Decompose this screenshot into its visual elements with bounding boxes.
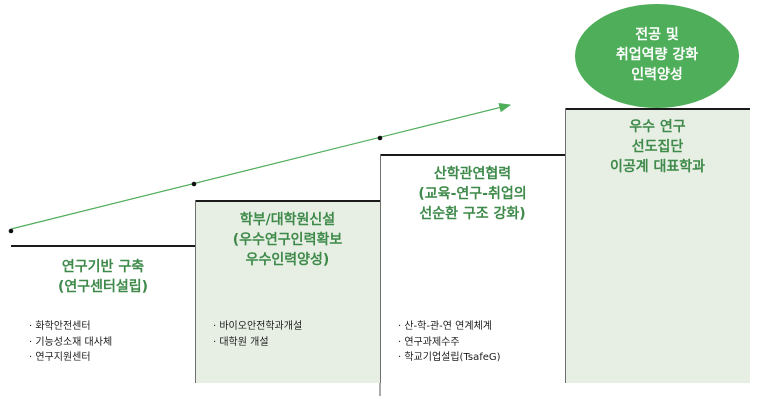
bullet-item: 학교기업설립(TsafeG) [398, 350, 500, 366]
step-title-line: 우수 연구 [629, 119, 686, 135]
step-top-border [195, 200, 380, 202]
step-title-line: 학부/대학원신설 [239, 212, 336, 228]
bullet-item: 산-학-관-연 연계체계 [398, 319, 501, 335]
step-leading-department: 우수 연구 선도집단 이공계 대표학과 [565, 108, 750, 383]
step-title-line: 우수인력양성) [245, 252, 330, 268]
step-industry-cooperation: 산학관연협력 (교육-연구-취업의 선순환 구조 강화) 산-학-관-연 연계체… [380, 154, 565, 383]
step-title-line: (우수연구인력확보 [232, 232, 343, 248]
goal-circle-line: 인력양성 [631, 67, 683, 83]
milestone-dot-2 [191, 181, 197, 187]
step-top-border [11, 245, 195, 247]
step-title-line: (연구센터설립) [57, 279, 149, 295]
step-side-border [565, 108, 566, 383]
step-research-foundation: 연구기반 구축 (연구센터설립) 화학안전센터 기능성소재 대사체 연구지원센터 [11, 245, 195, 383]
step-title-line: 연구기반 구축 [61, 259, 145, 275]
bullet-item: 화학안전센터 [29, 319, 112, 335]
growth-arrow [10, 102, 512, 230]
step-title: 산학관연협력 (교육-연구-취업의 선순환 구조 강화) [380, 164, 565, 224]
step-title-line: (교육-연구-취업의 [418, 186, 527, 202]
step-title-line: 선순환 구조 강화) [419, 206, 526, 222]
step-bullet-list: 화학안전센터 기능성소재 대사체 연구지원센터 [29, 319, 112, 366]
bullet-item: 바이오안전학과개설 [213, 319, 302, 335]
bullet-item: 연구과제수주 [398, 335, 501, 351]
step-title-line: 산학관연협력 [433, 166, 512, 182]
bullet-item: 연구지원센터 [29, 350, 112, 366]
step-side-border [195, 200, 196, 383]
step-title-line: 선도집단 [631, 139, 684, 155]
step-title: 연구기반 구축 (연구센터설립) [11, 257, 195, 297]
step-title-line: 이공계 대표학과 [609, 159, 706, 175]
bullet-item: 기능성소재 대사체 [29, 335, 112, 351]
step-department-founding: 학부/대학원신설 (우수연구인력확보 우수인력양성) 바이오안전학과개설 대학원… [195, 200, 380, 383]
step-top-border [565, 108, 750, 110]
step-top-border [380, 154, 565, 156]
step-side-border [380, 154, 381, 383]
goal-circle-line: 취업역량 강화 [615, 47, 699, 63]
milestone-dot-1 [8, 228, 14, 234]
goal-circle-line: 전공 및 [635, 27, 679, 43]
goal-circle: 전공 및 취업역량 강화 인력양성 [575, 4, 739, 108]
milestone-dot-3 [377, 135, 383, 141]
step-bullet-list: 산-학-관-연 연계체계 연구과제수주 학교기업설립(TsafeG) [398, 319, 501, 366]
bullet-item: 대학원 개설 [213, 335, 302, 351]
step-title: 우수 연구 선도집단 이공계 대표학과 [565, 117, 750, 177]
step-bullet-list: 바이오안전학과개설 대학원 개설 [213, 319, 302, 350]
step-title: 학부/대학원신설 (우수연구인력확보 우수인력양성) [195, 210, 380, 270]
